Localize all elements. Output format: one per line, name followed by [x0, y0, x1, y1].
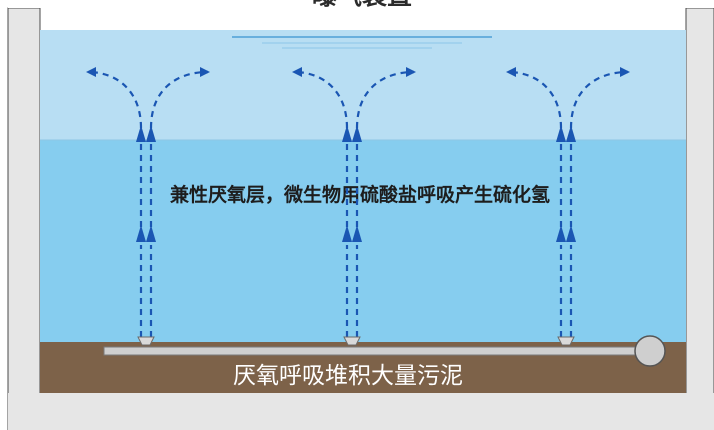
- dashed-arrow-up-icon: [352, 125, 362, 142]
- tank-floor: [8, 393, 714, 430]
- air-pipe: [103, 346, 649, 356]
- dashed-arrow-up-icon: [556, 225, 566, 242]
- diffuser-icon: [343, 336, 361, 346]
- outflow-arrow-right: [355, 67, 416, 129]
- dashed-arrow-up-icon: [136, 125, 146, 142]
- dashed-arrow-up-icon: [352, 225, 362, 242]
- outflow-arrow-right: [149, 67, 210, 129]
- tank-right-wall: [685, 7, 714, 430]
- outflow-arrow-left: [292, 67, 349, 129]
- pipe-cap-icon: [634, 335, 666, 367]
- diffuser-icon: [557, 336, 575, 346]
- dashed-arrow-up-icon: [566, 125, 576, 142]
- dashed-arrow-up-icon: [342, 125, 352, 142]
- dashed-arrow-up-icon: [146, 225, 156, 242]
- dashed-arrow-up-icon: [566, 225, 576, 242]
- diagram-title: 曝气装置: [312, 0, 412, 10]
- sludge-layer-label: 厌氧呼吸堆积大量污泥: [233, 363, 463, 389]
- outflow-arrow-left: [86, 67, 143, 129]
- outflow-arrow-left: [506, 67, 563, 129]
- dashed-arrow-up-icon: [136, 225, 146, 242]
- dashed-arrow-up-icon: [342, 225, 352, 242]
- anoxic-layer-label: 兼性厌氧层，微生物用硫酸盐呼吸产生硫化氢: [170, 183, 550, 206]
- tank-left-wall: [7, 7, 41, 430]
- aeration-column-2: [292, 67, 416, 346]
- aeration-column-1: [86, 67, 210, 346]
- aeration-column-3: [506, 67, 630, 346]
- dashed-arrow-up-icon: [146, 125, 156, 142]
- water-surface-ripples: [232, 36, 492, 49]
- aerator-group: [86, 67, 630, 346]
- outflow-arrow-right: [569, 67, 630, 129]
- diffuser-icon: [137, 336, 155, 346]
- dashed-arrow-up-icon: [556, 125, 566, 142]
